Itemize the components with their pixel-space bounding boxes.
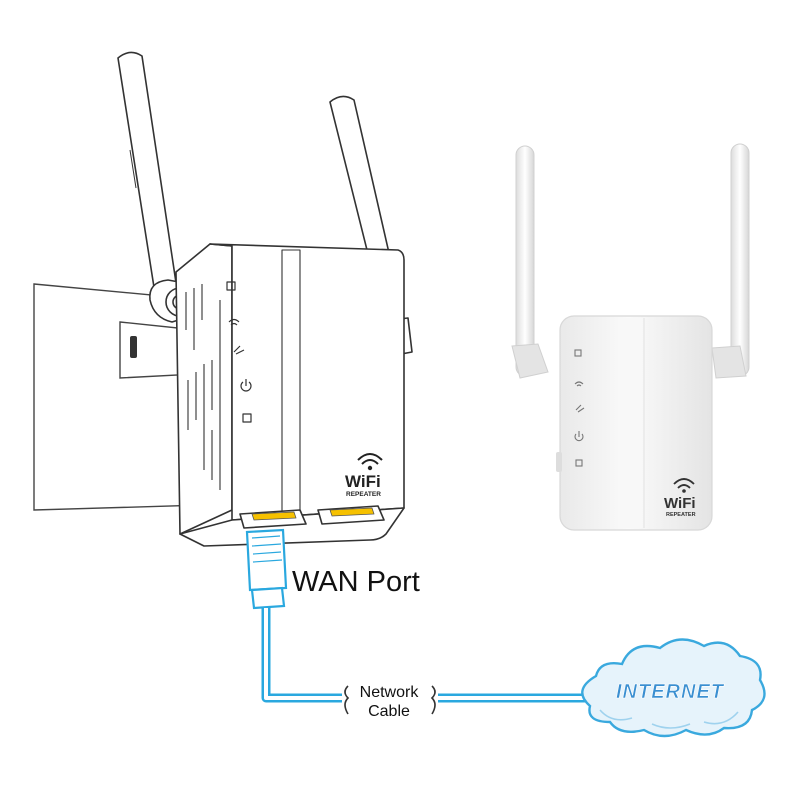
wall-outlet: [33, 283, 206, 511]
network-cable-label-line2: Cable: [368, 703, 410, 720]
photo-power-led-icon: [574, 431, 584, 442]
power-adapter-icon: [226, 281, 236, 291]
wifi-badge-drawing: WiFi REPEATER: [345, 453, 383, 498]
power-led-icon: [240, 379, 252, 392]
photo-right-antenna: [711, 143, 750, 379]
photo-lan-led-icon: [575, 459, 583, 467]
photo-wifi-badge: WiFi REPEATER: [664, 478, 696, 518]
photo-badge-brand: WiFi: [664, 495, 696, 512]
internet-label: INTERNET: [616, 681, 725, 703]
repeater-line-drawing: WiFi REPEATER: [117, 51, 413, 547]
ethernet-plug: [245, 528, 288, 610]
photo-badge-model: REPEATER: [666, 512, 696, 518]
photo-left-antenna: [511, 145, 549, 379]
wifi-led-icon: [228, 318, 240, 326]
photo-side-button: [556, 452, 562, 472]
photo-power-adapter-icon: [574, 349, 582, 357]
badge-model: REPEATER: [346, 491, 381, 498]
photo-wps-led-icon: [575, 404, 585, 413]
network-cable-label-line1: Network: [360, 684, 420, 701]
cable-break-marks: [344, 685, 436, 715]
photo-status-indicators: [574, 349, 585, 467]
internet-cloud: INTERNET: [581, 638, 766, 738]
wps-led-icon: [233, 345, 245, 355]
cloud-shape: [581, 638, 766, 738]
socket-slot-icon: [130, 336, 137, 358]
status-indicators: [226, 281, 252, 423]
photo-wifi-led-icon: [574, 381, 584, 387]
wan-port-label: WAN Port: [292, 566, 420, 598]
side-vents: [185, 284, 221, 490]
badge-brand: WiFi: [345, 472, 381, 491]
repeater-product-photo: WiFi REPEATER: [511, 143, 750, 531]
lan-led-icon: [242, 413, 252, 423]
network-cable: [261, 608, 586, 703]
ethernet-ports: [239, 505, 385, 529]
